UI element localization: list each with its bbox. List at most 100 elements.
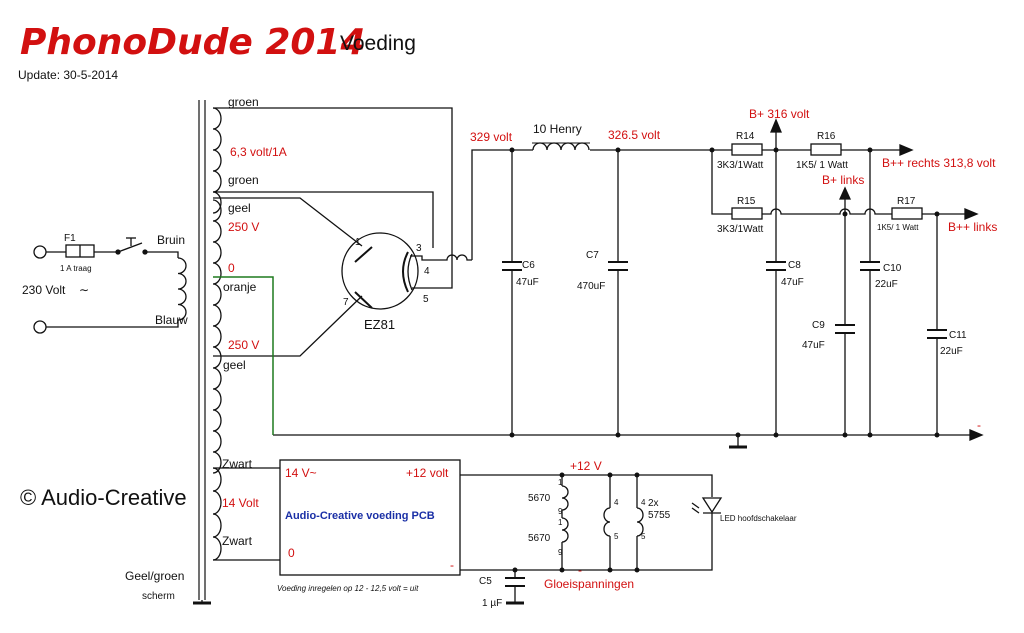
label-c10-value: 22uF	[875, 279, 898, 290]
label-bplus-316: B+ 316 volt	[749, 107, 810, 121]
label-pcb-minus: -	[450, 558, 454, 572]
label-pin4: 4	[424, 266, 430, 277]
label-fuse-rating: 1 A traag	[60, 264, 92, 273]
label-regulation-note: Voeding inregelen op 12 - 12,5 volt = ui…	[277, 584, 419, 593]
label-choke: 10 Henry	[533, 122, 582, 136]
green-ground-wire	[213, 276, 274, 435]
label-zero-tap: 0	[228, 261, 235, 275]
page-title: PhonoDude 2014	[20, 22, 366, 63]
choke	[532, 142, 590, 151]
label-c6: C6	[522, 260, 535, 271]
primary-winding	[177, 257, 187, 321]
label-c11: C11	[949, 330, 967, 341]
label-led: LED hoofdschakelaar	[720, 514, 797, 523]
capacitor-c8	[766, 261, 786, 271]
label-5670-b: 5670	[528, 533, 551, 544]
label-r14-value: 3K3/1Watt	[717, 160, 764, 171]
capacitor-c6	[502, 261, 522, 271]
label-r15: R15	[737, 196, 756, 207]
label-pin7: 7	[343, 297, 349, 308]
capacitor-c9	[835, 324, 855, 334]
mains-switch	[117, 242, 143, 253]
label-zwart-2: Zwart	[222, 534, 252, 548]
label-bpp-links: B++ links	[948, 220, 998, 234]
label-plus12-out: +12 volt	[406, 466, 449, 480]
label-hv-minus: -	[977, 418, 981, 432]
label-bpp-rechts: B++ rechts 313,8 volt	[882, 156, 996, 170]
label-5755: 2x 5755	[648, 498, 671, 521]
heater-5670-a	[561, 485, 569, 511]
label-bplus-links: B+ links	[822, 173, 865, 187]
label-geel-2: geel	[223, 358, 246, 372]
label-c6-value: 47uF	[516, 277, 539, 288]
label-r15-value: 3K3/1Watt	[717, 224, 764, 235]
label-5670-b-pin9: 9	[558, 548, 563, 557]
label-230-volt: 230 Volt	[22, 283, 66, 297]
label-r16-value: 1K5/ 1 Watt	[796, 160, 848, 171]
label-5670-a-pin9: 9	[558, 507, 563, 516]
label-c8: C8	[788, 260, 801, 271]
label-6v3: 6,3 volt/1A	[230, 145, 287, 159]
lv-winding	[212, 467, 222, 561]
update-date: Update: 30-5-2014	[18, 68, 119, 82]
label-r17-value: 1K5/ 1 Watt	[877, 223, 919, 232]
label-ez81: EZ81	[364, 317, 396, 332]
label-5670-b-pin1: 1	[558, 518, 563, 527]
label-pin3: 3	[416, 243, 422, 254]
label-c5-value: 1 µF	[482, 598, 503, 609]
mains-terminal-top	[33, 245, 47, 259]
label-c5: C5	[479, 576, 492, 587]
label-5755-b-pin4: 4	[641, 498, 646, 507]
page-subtitle: Voeding	[340, 32, 416, 55]
label-groen-1: groen	[228, 95, 259, 109]
label-bruin: Bruin	[157, 233, 186, 247]
led-indicator	[701, 497, 723, 514]
resistor-r14	[731, 143, 763, 156]
label-5670-a: 5670	[528, 493, 551, 504]
label-gloeispanningen: Gloeispanningen	[544, 577, 635, 591]
label-14-volt: 14 Volt	[222, 496, 259, 510]
copyright-label: © Audio-Creative	[20, 485, 187, 510]
hv-winding	[212, 199, 222, 474]
label-f1: F1	[64, 233, 76, 244]
label-250v-1: 250 V	[228, 220, 260, 234]
label-14v-in: 14 V~	[285, 466, 317, 480]
label-c9-value: 47uF	[802, 340, 825, 351]
label-250v-2: 250 V	[228, 338, 260, 352]
label-329-volt: 329 volt	[470, 130, 513, 144]
capacitor-c10	[860, 261, 880, 271]
capacitor-c5	[505, 577, 525, 587]
label-blauw: Blauw	[155, 313, 188, 327]
tube-ez81	[341, 232, 419, 310]
heater-winding	[212, 107, 222, 214]
label-pcb-zero: 0	[288, 546, 295, 560]
label-c11-value: 22uF	[940, 346, 963, 357]
pcb-box	[279, 459, 461, 576]
label-geel-groen: Geel/groen	[125, 569, 185, 583]
label-c7-value: 470uF	[577, 281, 606, 292]
label-c7: C7	[586, 250, 599, 261]
label-pin5: 5	[423, 294, 429, 305]
capacitor-c7	[608, 261, 628, 271]
label-zwart-1: Zwart	[222, 457, 252, 471]
capacitor-c11	[927, 329, 947, 339]
label-c9: C9	[812, 320, 825, 331]
label-5755-b-pin5: 5	[641, 532, 646, 541]
label-5670-a-pin1: 1	[558, 478, 563, 487]
label-bus-12v: +12 V	[570, 459, 602, 473]
resistor-r15	[731, 207, 763, 220]
label-r16: R16	[817, 131, 836, 142]
resistor-r16	[810, 143, 842, 156]
label-c10: C10	[883, 263, 902, 274]
label-pin1: 1	[355, 237, 361, 248]
heater-5755-b	[636, 507, 644, 537]
label-groen-2: groen	[228, 173, 259, 187]
label-326-volt: 326.5 volt	[608, 128, 661, 142]
label-5755-a-pin4: 4	[614, 498, 619, 507]
label-geel-1: geel	[228, 201, 251, 215]
label-r14: R14	[736, 131, 755, 142]
ac-symbol-icon: ∼	[79, 283, 90, 297]
transformer-core	[198, 100, 206, 600]
mains-terminal-bottom	[33, 320, 47, 334]
